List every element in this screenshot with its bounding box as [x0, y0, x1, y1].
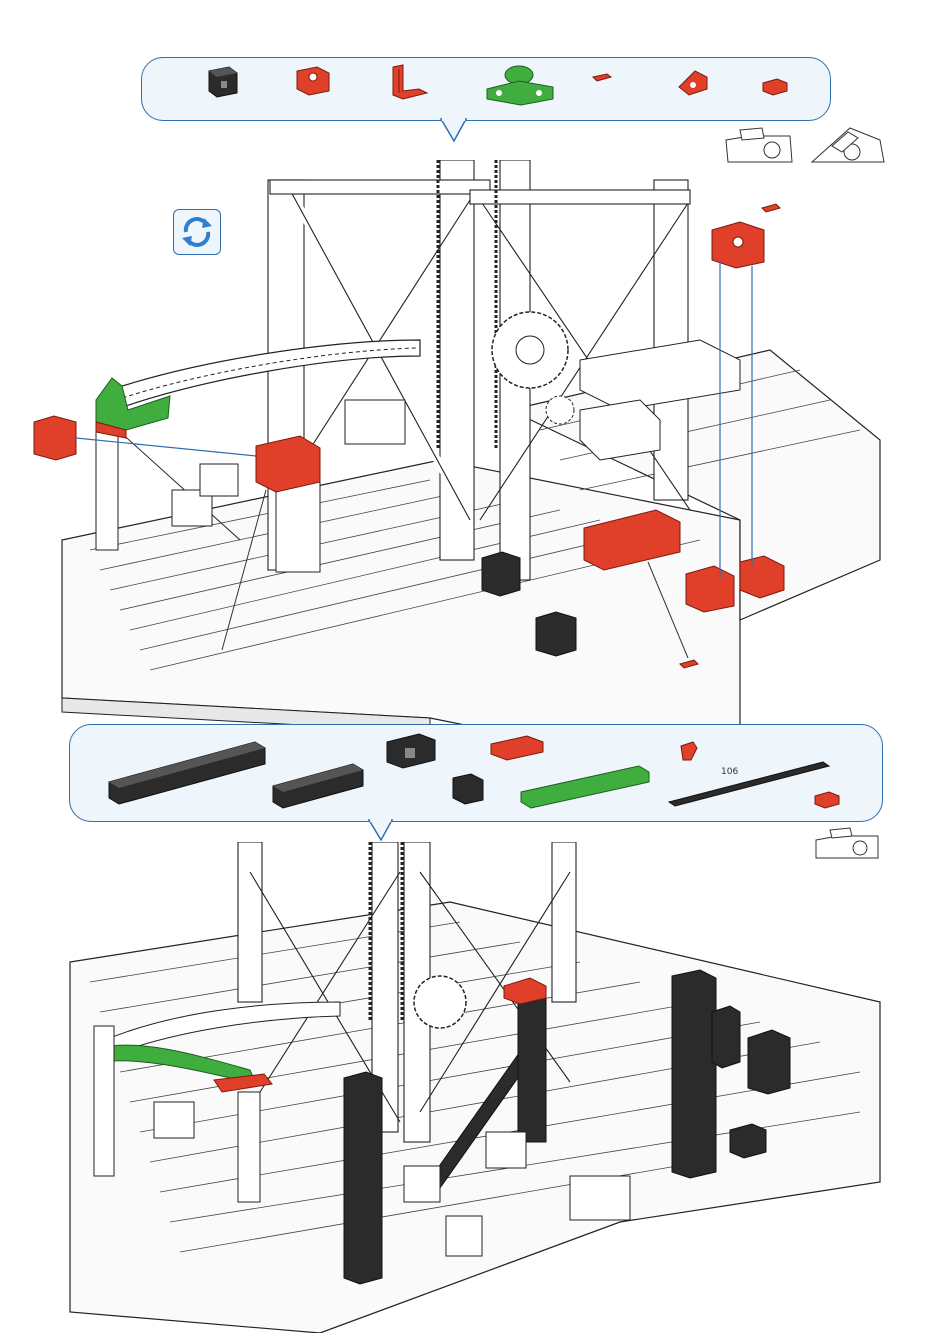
tall-black-pillar [344, 1072, 382, 1284]
base-plate-left [62, 460, 740, 730]
red-angle-block-icon [393, 65, 427, 99]
green-hinge-part-icon [487, 66, 553, 105]
red-building-block-5b-icon [815, 792, 839, 808]
black-long-strut-icon [109, 742, 265, 804]
parts-row-step-2: 106 [69, 724, 881, 820]
red-flat-plate-icon [491, 736, 543, 760]
gear-2 [414, 976, 466, 1028]
green-track-segment-icon [521, 766, 649, 808]
rod-length-label: 106 [721, 767, 738, 777]
black-angle-block-icon [387, 734, 435, 768]
flat-plate-outline-icon [726, 128, 792, 162]
red-building-block-with-bore-icon [297, 67, 329, 95]
black-rod-icon: 106 [669, 762, 829, 806]
black-short-strut-icon [273, 764, 363, 808]
angled-plate-outline-icon [812, 128, 884, 162]
black-small-block-icon [453, 774, 483, 804]
red-small-connector-icon [681, 742, 697, 760]
red-angular-block-30-icon [679, 71, 707, 95]
red-small-clip-icon [593, 74, 611, 81]
black-building-block-icon [209, 67, 237, 97]
parts-row-step-1 [141, 57, 829, 119]
assembly-scene-step-2 [0, 842, 950, 1333]
red-building-block-5-icon [763, 79, 787, 95]
assembly-scene-step-1 [0, 160, 950, 730]
curved-track [110, 340, 420, 408]
